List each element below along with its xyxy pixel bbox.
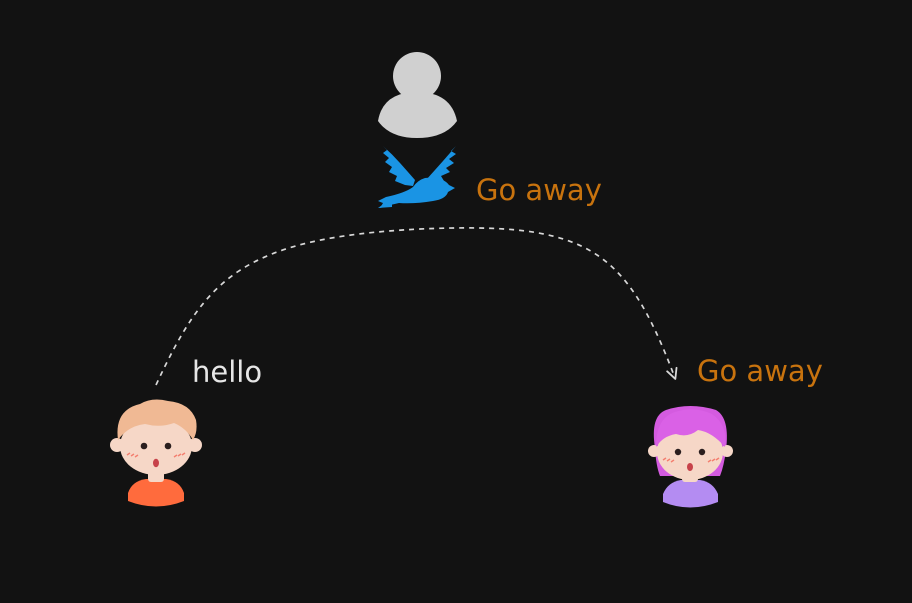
go-away-label-top: Go away <box>476 173 602 207</box>
message-arrow <box>155 227 678 386</box>
bird-icon <box>378 146 456 208</box>
go-away-label-right: Go away <box>697 354 823 388</box>
boy-avatar-icon <box>110 399 202 507</box>
user-silhouette-icon <box>378 52 457 138</box>
hello-label: hello <box>192 355 262 389</box>
girl-avatar-icon <box>648 406 733 508</box>
